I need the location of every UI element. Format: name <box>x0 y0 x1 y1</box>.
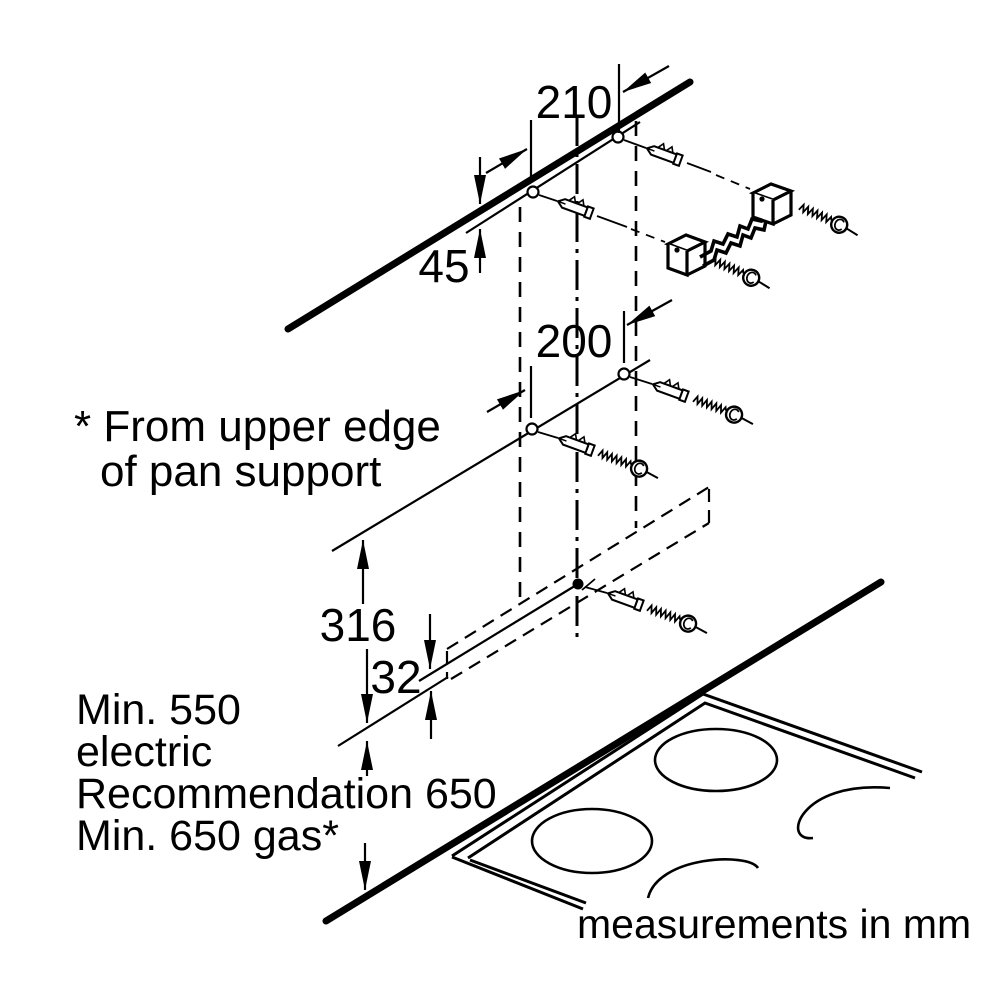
min-electric-label: Min. 550 <box>76 686 241 734</box>
bracket-box-lower <box>663 233 710 278</box>
hidden-hood-outline <box>445 486 711 680</box>
mounting-bracket <box>663 182 863 295</box>
dimension-min-height <box>359 741 373 890</box>
bracket-box-upper <box>748 182 796 227</box>
fixing-holes-middle <box>525 367 631 436</box>
bracket-screws <box>707 199 863 295</box>
dimension-32-label: 32 <box>370 651 421 703</box>
recommendation-label: Recommendation 650 <box>76 770 497 818</box>
screw-assembly-middle-left <box>537 427 663 485</box>
wall-plug-top-right <box>623 137 751 190</box>
cooktop <box>451 692 923 911</box>
pan-support-note-line2: of pan support <box>100 447 381 496</box>
min-gas-label: Min. 650 gas* <box>76 812 339 860</box>
wall-edge-top <box>284 78 694 333</box>
dimension-32 <box>424 614 437 739</box>
hood-lower-edge-line <box>337 583 579 747</box>
dimension-45-label: 45 <box>418 240 469 292</box>
wall-edge-bottom <box>322 578 885 925</box>
fixing-holes-top <box>526 130 625 199</box>
dimension-316-label: 316 <box>320 599 397 651</box>
dimension-316 <box>357 540 373 723</box>
dimension-210 <box>485 64 670 178</box>
dimension-210-label: 210 <box>536 76 613 128</box>
screw-assembly-middle-right <box>629 373 758 431</box>
dimension-200 <box>486 299 673 418</box>
wall-plug-top-left <box>538 190 666 243</box>
burner-icon <box>530 727 891 899</box>
fixing-point-bottom <box>572 578 712 640</box>
units-label: measurements in mm <box>577 901 971 947</box>
drill-hole-line-top <box>465 121 641 234</box>
dimension-200-label: 200 <box>536 315 613 367</box>
electric-label: electric <box>76 728 212 776</box>
pan-support-note-line1: * From upper edge <box>74 402 441 451</box>
drill-hole-line-middle <box>331 359 651 552</box>
